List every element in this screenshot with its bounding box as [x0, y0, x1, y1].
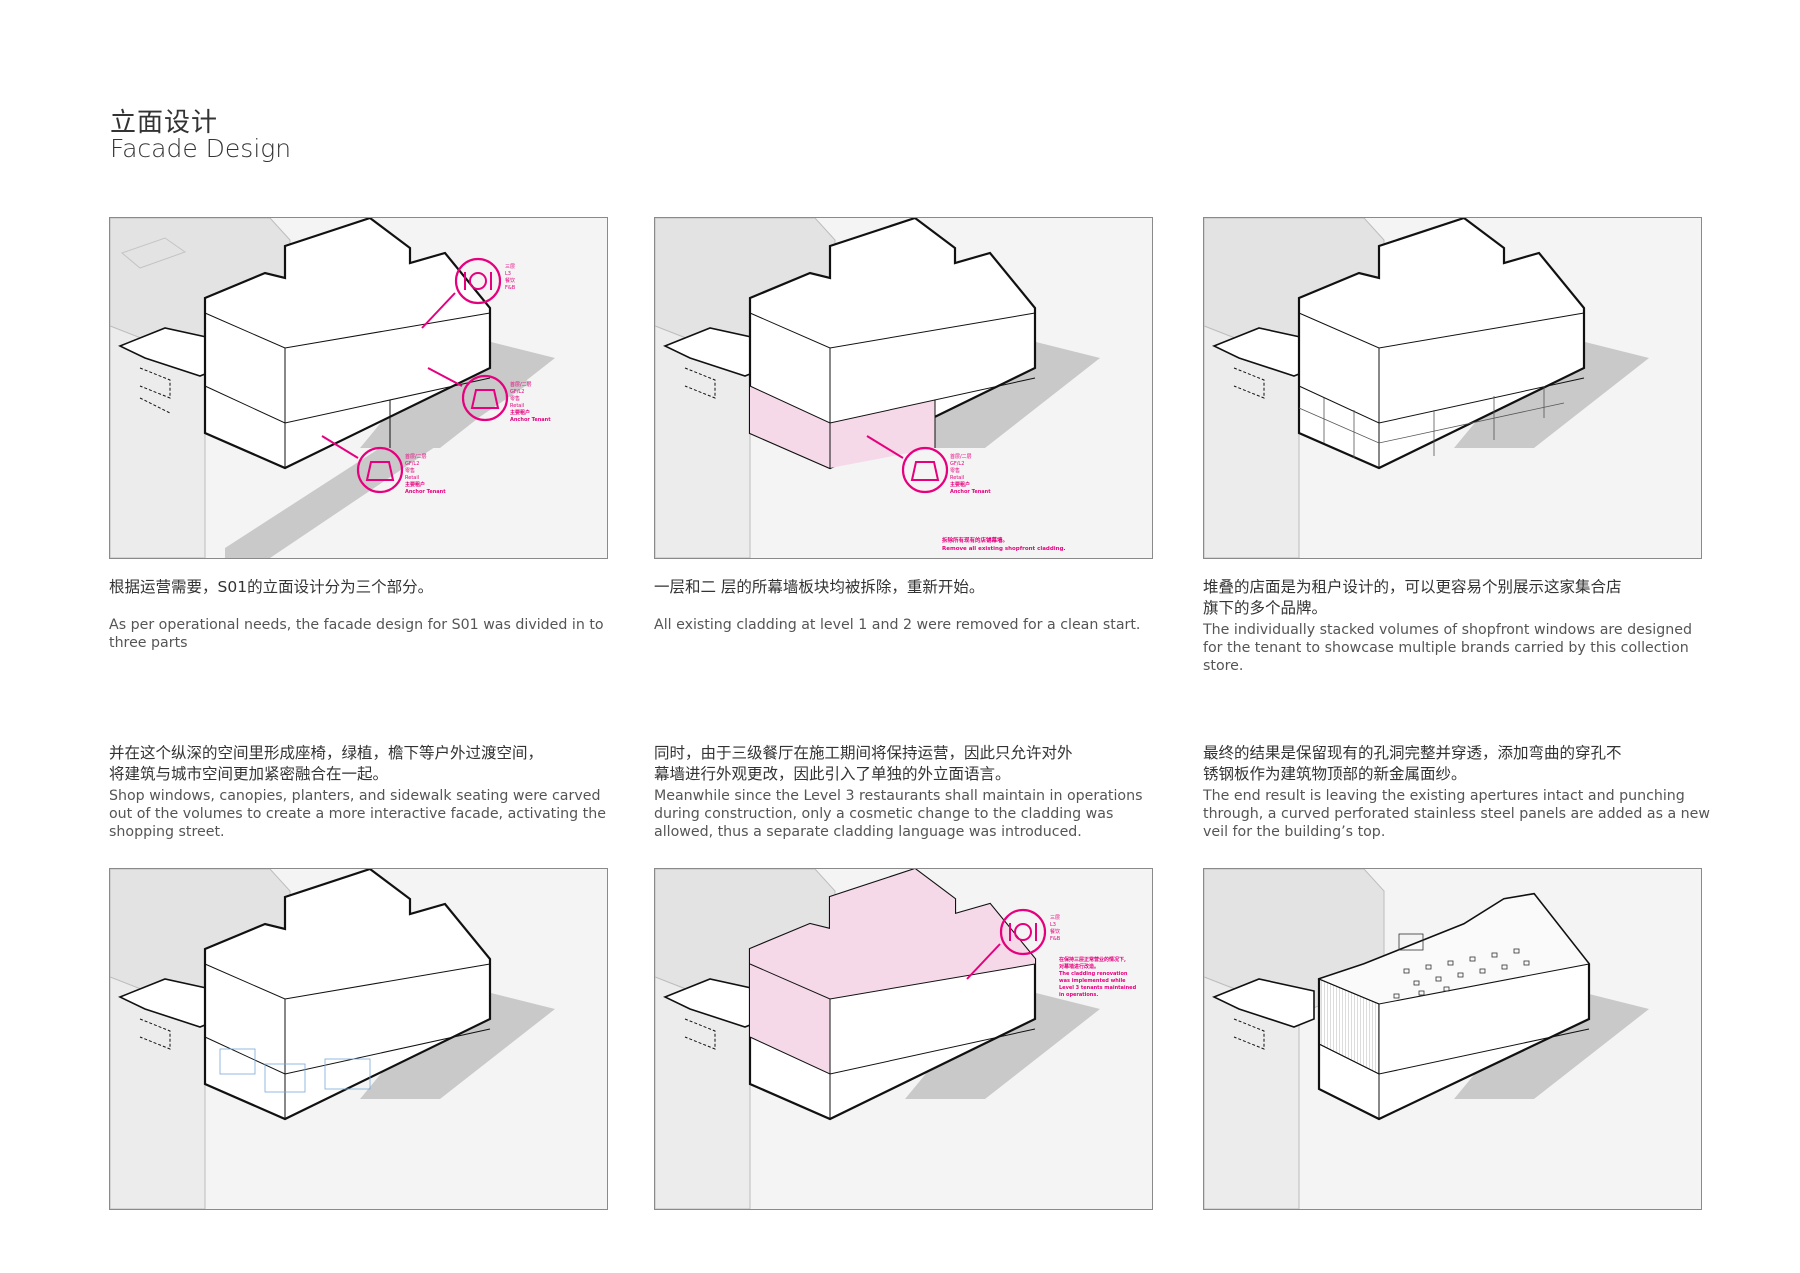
caption-2: 一层和二 层的所幕墙板块均被拆除，重新开始。 All existing clad… — [654, 577, 1174, 634]
building-massing — [118, 218, 492, 470]
caption-5-en-line3: allowed, thus a separate cladding langua… — [654, 824, 1082, 840]
svg-text:餐饮: 餐饮 — [1050, 928, 1060, 935]
shopping-bag-icon — [365, 461, 395, 481]
building-massing — [663, 218, 1037, 470]
panel-3-stacked-shopfronts — [1203, 217, 1702, 559]
page-title-zh: 立面设计 — [110, 108, 219, 138]
svg-text:拆除所有现有的店铺幕墙。: 拆除所有现有的店铺幕墙。 — [942, 536, 1008, 544]
caption-6-zh-line1: 最终的结果是保留现有的孔洞完整并穿透，添加弯曲的穿孔不 — [1203, 744, 1622, 762]
retail-callout-1: 首层/二层 GF/L2 零售 Retail 主要租户 Anchor Tenant — [427, 367, 551, 423]
svg-text:Retail: Retail — [405, 475, 419, 481]
perforated-veil — [1317, 893, 1590, 1005]
dining-icon — [1014, 923, 1032, 941]
caption-3-en-line1: The individually stacked volumes of shop… — [1203, 622, 1692, 638]
svg-text:Anchor Tenant: Anchor Tenant — [510, 417, 551, 423]
svg-text:GF/L2: GF/L2 — [950, 461, 964, 467]
retail-callout-2: 首层/二层 GF/L2 零售 Retail 主要租户 Anchor Tenant — [321, 435, 446, 495]
panel-5-level3-cladding: 三层 L3 餐饮 F&B 在保持三层正常营业的情况下, 对幕墙进行改造。 The… — [654, 868, 1153, 1210]
shopping-bag-icon — [910, 461, 940, 481]
retail-callout: 首层/二层 GF/L2 零售 Retail 主要租户 Anchor Tenant… — [866, 435, 1066, 552]
ground-shadow-street — [1454, 333, 1649, 448]
svg-text:三层: 三层 — [505, 264, 515, 270]
caption-6-en-line1: The end result is leaving the existing a… — [1203, 788, 1685, 804]
svg-text:主要租户: 主要租户 — [950, 481, 970, 488]
svg-text:首层/二层: 首层/二层 — [405, 453, 427, 460]
svg-text:The cladding renovation: The cladding renovation — [1059, 971, 1128, 977]
caption-5-en-line1: Meanwhile since the Level 3 restaurants … — [654, 788, 1143, 804]
caption-3: 堆叠的店面是为租户设计的，可以更容易个别展示这家集合店 旗下的多个品牌。 The… — [1203, 577, 1723, 675]
caption-4-en-line3: shopping street. — [109, 824, 225, 840]
svg-text:Anchor Tenant: Anchor Tenant — [405, 489, 446, 495]
caption-1: 根据运营需要，S01的立面设计分为三个部分。 As per operationa… — [109, 577, 629, 652]
fb-callout: 三层 L3 餐饮 F&B 在保持三层正常营业的情况下, 对幕墙进行改造。 The… — [966, 908, 1137, 998]
svg-text:Anchor Tenant: Anchor Tenant — [950, 489, 991, 495]
caption-5-zh-line2: 幕墙进行外观更改，因此引入了单独的外立面语言。 — [654, 765, 1011, 783]
building-massing — [118, 869, 492, 1121]
caption-6-en-line3: veil for the building’s top. — [1203, 824, 1386, 840]
ground-shadow-street — [1454, 984, 1649, 1099]
svg-text:F&B: F&B — [505, 285, 516, 291]
svg-text:Level 3 tenants maintained: Level 3 tenants maintained — [1059, 985, 1137, 991]
svg-text:主要租户: 主要租户 — [510, 409, 530, 416]
caption-4-zh-line2: 将建筑与城市空间更加紧密融合在一起。 — [109, 765, 389, 783]
svg-text:Remove all existing shopfront: Remove all existing shopfront cladding. — [942, 546, 1066, 552]
svg-text:零售: 零售 — [950, 467, 960, 474]
svg-text:在保持三层正常营业的情况下,: 在保持三层正常营业的情况下, — [1059, 956, 1126, 963]
shopping-bag-icon — [470, 389, 500, 409]
caption-6-zh-line2: 锈钢板作为建筑物顶部的新金属面纱。 — [1203, 765, 1467, 783]
page-title-en: Facade Design — [110, 134, 292, 163]
svg-text:三层: 三层 — [1050, 915, 1060, 921]
svg-text:主要租户: 主要租户 — [405, 481, 425, 488]
caption-4-en-line2: out of the volumes to create a more inte… — [109, 806, 606, 822]
caption-3-en-line2: for the tenant to showcase multiple bran… — [1203, 640, 1689, 656]
caption-6-en-line2: through, a curved perforated stainless s… — [1203, 806, 1711, 822]
caption-6: 最终的结果是保留现有的孔洞完整并穿透，添加弯曲的穿孔不 锈钢板作为建筑物顶部的新… — [1203, 743, 1723, 841]
caption-2-en-line1: All existing cladding at level 1 and 2 w… — [654, 617, 1141, 633]
caption-1-en-line1: As per operational needs, the facade des… — [109, 617, 604, 633]
ground-shadow-street — [905, 984, 1100, 1099]
removed-cladding-zone — [750, 386, 935, 468]
svg-text:GF/L2: GF/L2 — [510, 389, 524, 395]
ground-shadow-street — [360, 984, 555, 1099]
caption-5-zh-line1: 同时，由于三级餐厅在施工期间将保持运营，因此只允许对外 — [654, 744, 1073, 762]
panel-4-interactive-facade — [109, 868, 608, 1210]
caption-3-zh-line2: 旗下的多个品牌。 — [1203, 599, 1328, 617]
svg-text:餐饮: 餐饮 — [505, 277, 515, 284]
caption-4: 并在这个纵深的空间里形成座椅，绿植，檐下等户外过渡空间， 将建筑与城市空间更加紧… — [109, 743, 629, 841]
caption-1-en-line2: three parts — [109, 635, 188, 651]
caption-3-zh-line1: 堆叠的店面是为租户设计的，可以更容易个别展示这家集合店 — [1203, 578, 1622, 596]
svg-text:零售: 零售 — [510, 395, 520, 402]
svg-text:L3: L3 — [505, 271, 511, 277]
svg-text:L3: L3 — [1050, 922, 1056, 928]
caption-5: 同时，由于三级餐厅在施工期间将保持运营，因此只允许对外 幕墙进行外观更改，因此引… — [654, 743, 1174, 841]
caption-3-en-line3: store. — [1203, 658, 1244, 674]
svg-text:Retail: Retail — [510, 403, 524, 409]
svg-text:对幕墙进行改造。: 对幕墙进行改造。 — [1059, 963, 1099, 970]
caption-4-zh-line1: 并在这个纵深的空间里形成座椅，绿植，檐下等户外过渡空间， — [109, 744, 544, 762]
dining-icon — [469, 272, 487, 290]
level3-cladding-zone — [750, 869, 1035, 999]
svg-text:GF/L2: GF/L2 — [405, 461, 419, 467]
svg-text:零售: 零售 — [405, 467, 415, 474]
caption-1-zh: 根据运营需要，S01的立面设计分为三个部分。 — [109, 578, 434, 596]
ground-shadow-street — [360, 333, 555, 448]
panel-6-perforated-veil — [1203, 868, 1702, 1210]
svg-text:首层/二层: 首层/二层 — [950, 453, 972, 460]
building-massing — [663, 869, 1037, 1121]
fb-callout: 三层 L3 餐饮 F&B — [421, 257, 516, 329]
building-massing — [1212, 218, 1586, 470]
caption-2-zh: 一层和二 层的所幕墙板块均被拆除，重新开始。 — [654, 578, 985, 596]
svg-text:F&B: F&B — [1050, 936, 1061, 942]
panel-2-remove-cladding: 首层/二层 GF/L2 零售 Retail 主要租户 Anchor Tenant… — [654, 217, 1153, 559]
svg-text:Retail: Retail — [950, 475, 964, 481]
svg-text:was implemented while: was implemented while — [1059, 978, 1126, 984]
ground-shadow-street — [905, 333, 1100, 448]
apertures — [1393, 948, 1530, 999]
panel-1-existing-program: 三层 L3 餐饮 F&B 首层/二层 GF/L2 零售 Retail 主要租户 … — [109, 217, 608, 559]
building-massing — [1212, 892, 1591, 1121]
caption-4-en-line1: Shop windows, canopies, planters, and si… — [109, 788, 601, 804]
svg-text:首层/二层: 首层/二层 — [510, 381, 532, 388]
caption-5-en-line2: during construction, only a cosmetic cha… — [654, 806, 1114, 822]
svg-text:in operations.: in operations. — [1059, 992, 1098, 998]
